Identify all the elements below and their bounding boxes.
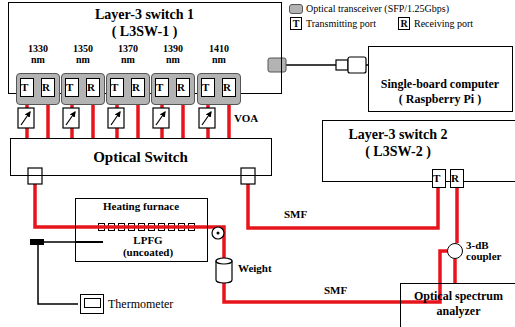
port-letter: T xyxy=(111,79,123,96)
port-letter: R xyxy=(399,18,409,29)
port-box: R xyxy=(222,78,236,97)
optical-switch: Optical Switch xyxy=(10,138,272,176)
part-label: VOA xyxy=(234,112,258,124)
voa-arrow xyxy=(66,112,75,125)
port-box: T xyxy=(110,78,124,97)
usb-plug xyxy=(336,60,348,70)
switch-box: Layer-3 switch 1 ( L3SW-1 )1330 nmTR1350… xyxy=(8,2,282,94)
port-box: T xyxy=(201,78,215,97)
transceiver: 1350 nm TR xyxy=(61,43,105,105)
port-box: T xyxy=(65,78,79,97)
port-box: T xyxy=(432,169,446,188)
part-label: LPFG (uncoated) xyxy=(122,234,175,258)
legend-swatch xyxy=(289,4,303,14)
coupler-symbol xyxy=(447,243,463,259)
thermometer: Thermometer xyxy=(78,291,190,317)
port-letter: R xyxy=(132,79,144,96)
switch-port xyxy=(241,168,255,184)
voa-arrow xyxy=(111,112,120,125)
signal-wire xyxy=(38,242,78,304)
port-box: R xyxy=(450,169,464,188)
node-label: 1350 nm xyxy=(72,43,94,65)
port-letter: R xyxy=(177,79,189,96)
analyzer-box: Optical spectrum analyzer xyxy=(400,283,515,327)
node-label: 3-dB coupler xyxy=(466,240,504,262)
optical-fiber xyxy=(208,227,447,302)
port-box: R xyxy=(131,78,145,97)
port-box: R xyxy=(176,78,190,97)
voa-symbol xyxy=(63,108,79,128)
port-box: T xyxy=(155,78,169,97)
transceiver-symbol xyxy=(268,58,286,72)
voa-symbol xyxy=(108,108,124,128)
edge-label: SMF xyxy=(282,208,309,221)
port-letter: R xyxy=(42,79,54,96)
thermometer-icon xyxy=(80,294,104,314)
node-label: 1330 nm xyxy=(27,43,49,65)
port-box: T xyxy=(20,78,34,97)
transceiver: 1390 nm TR xyxy=(151,43,195,105)
voa-symbol xyxy=(18,108,34,128)
optical-fiber xyxy=(248,176,438,228)
port-letter: R xyxy=(87,79,99,96)
pulley xyxy=(212,227,224,239)
port-letter: T xyxy=(291,18,301,29)
fiber xyxy=(75,225,208,229)
switch-port xyxy=(28,168,42,184)
computer-box: Single-board computer ( Raspberry Pi ) xyxy=(368,46,513,112)
label-holder: VOA xyxy=(234,112,258,124)
voa-arrow xyxy=(202,112,211,125)
legend-sample: T xyxy=(290,17,302,30)
label-holder: Weight xyxy=(238,262,272,274)
port-letter: T xyxy=(156,79,168,96)
optical-fiber xyxy=(455,188,459,243)
coupler: 3-dB coupler xyxy=(447,238,513,264)
voa-arrow xyxy=(156,112,165,125)
voa-symbol xyxy=(199,108,215,128)
part-label: Weight xyxy=(238,262,272,274)
node-label: Layer-3 switch 1 ( L3SW-1 ) xyxy=(94,6,196,40)
transceiver: 1410 nm TR xyxy=(197,43,241,105)
node-label: Layer-3 switch 2 ( L3SW-2 ) xyxy=(347,126,449,160)
weight-top xyxy=(216,258,232,264)
node-label: Thermometer xyxy=(108,291,173,317)
legend-text: Receiving port xyxy=(414,17,473,30)
port-letter: T xyxy=(202,79,214,96)
port-letter: T xyxy=(66,79,78,96)
pulley-axle xyxy=(217,232,220,235)
node-label: 1410 nm xyxy=(208,43,230,65)
port-letter: R xyxy=(451,170,463,187)
node-label: 1390 nm xyxy=(162,43,184,65)
port-letter: T xyxy=(21,79,33,96)
usb-plug xyxy=(348,57,366,73)
label-holder: LPFG (uncoated) xyxy=(98,234,198,258)
voa-arrow xyxy=(21,112,30,125)
legend-sample: R xyxy=(398,17,410,30)
node-label: Optical spectrum analyzer xyxy=(413,289,504,319)
transceiver: 1330 nm TR xyxy=(16,43,60,105)
node-label: 1370 nm xyxy=(117,43,139,65)
node-label: Optical Switch xyxy=(11,139,270,175)
optical-fiber xyxy=(453,259,457,283)
port-box: R xyxy=(86,78,100,97)
thermometer-display xyxy=(84,298,101,308)
port-letter: R xyxy=(223,79,235,96)
node-label: Single-board computer ( Raspberry Pi ) xyxy=(380,77,501,107)
thermometer-probe xyxy=(75,241,103,243)
transceiver: 1370 nm TR xyxy=(106,43,150,105)
node-label: Heating furnace xyxy=(76,200,206,213)
switch-box: Layer-3 switch 2 ( L3SW-2 )TR xyxy=(322,120,515,182)
probe-handle xyxy=(30,239,44,245)
edge-label: SMF xyxy=(322,284,349,297)
voa-symbol xyxy=(153,108,169,128)
legend-text: Transmitting port xyxy=(306,17,376,30)
voa-symbols xyxy=(18,108,215,128)
legend-text: Optical transceiver (SFP/1.25Gbps) xyxy=(306,2,449,15)
port-box: R xyxy=(41,78,55,97)
port-letter: T xyxy=(433,170,445,187)
